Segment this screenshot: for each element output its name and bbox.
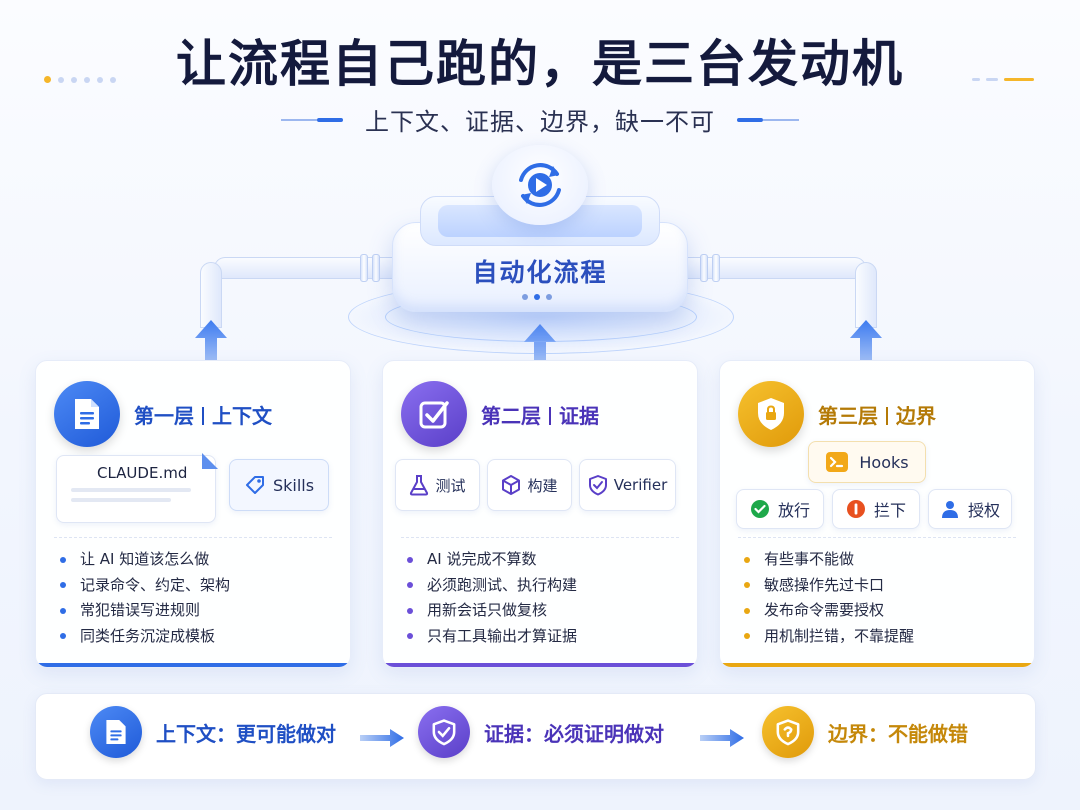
- list-item: 让 AI 知道该怎么做: [60, 547, 230, 573]
- pipe-left-connector-2: [372, 254, 380, 282]
- arrow-right-icon: [360, 729, 404, 747]
- card-accent-bar: [36, 663, 350, 667]
- build-chip: 构建: [487, 459, 572, 511]
- card-accent-bar: [720, 663, 1034, 667]
- layer-card-evidence: 第二层证据 测试 构建 Verifier AI 说完成不算数 必须跑测试、执行构…: [382, 360, 698, 668]
- shield-check-icon: [418, 706, 470, 758]
- claude-md-label: CLAUDE.md: [97, 464, 188, 482]
- summary-footer: 上下文：更可能做对 证据：必须证明做对 边界：不能做错: [35, 693, 1036, 780]
- list-item: 常犯错误写进规则: [60, 598, 230, 624]
- tag-icon: [245, 476, 264, 494]
- check-circle-icon: [750, 500, 769, 518]
- card-header: 第三层边界: [738, 381, 936, 447]
- block-chip: 拦下: [832, 489, 920, 529]
- arrow-right-icon: [700, 729, 744, 747]
- bullet-list: 让 AI 知道该怎么做 记录命令、约定、架构 常犯错误写进规则 同类任务沉淀成模…: [60, 547, 230, 649]
- card-title-layer: 第三层: [818, 403, 878, 428]
- shield-lock-icon: [738, 381, 804, 447]
- card-title: 第二层证据: [481, 400, 599, 429]
- allow-chip: 放行: [736, 489, 824, 529]
- list-item: 用机制拦错，不靠提醒: [744, 624, 914, 650]
- layer-card-context: 第一层上下文 CLAUDE.md Skills 让 AI 知道该怎么做 记录命令…: [35, 360, 351, 668]
- footer-text: 证据：必须证明做对: [484, 721, 664, 746]
- file-corner-icon: [202, 453, 218, 469]
- card-title-name: 上下文: [212, 403, 272, 428]
- bullet-list: 有些事不能做 敏感操作先过卡口 发布命令需要授权 用机制拦错，不靠提醒: [744, 547, 914, 649]
- shield-check-icon: [588, 475, 607, 496]
- authorize-label: 授权: [967, 501, 1000, 520]
- list-item: 有些事不能做: [744, 547, 914, 573]
- shield-icon: [762, 706, 814, 758]
- card-title: 第三层边界: [818, 400, 936, 429]
- bullet-list: AI 说完成不算数 必须跑测试、执行构建 用新会话只做复核 只有工具输出才算证据: [407, 547, 577, 649]
- authorize-chip: 授权: [928, 489, 1012, 529]
- build-label: 构建: [527, 476, 558, 495]
- decorative-dashes-right: [972, 78, 1034, 81]
- card-header: 第一层上下文: [54, 381, 272, 447]
- engine-play-badge: [492, 145, 588, 225]
- subtitle-line-right: [737, 117, 799, 122]
- card-title-layer: 第一层: [134, 403, 194, 428]
- page-subtitle: 上下文、证据、边界，缺一不可: [365, 108, 715, 136]
- list-item: 敏感操作先过卡口: [744, 573, 914, 599]
- list-item: 同类任务沉淀成模板: [60, 624, 230, 650]
- pipe-right-connector: [700, 254, 708, 282]
- card-accent-bar: [383, 663, 697, 667]
- hooks-chip: Hooks: [808, 441, 926, 483]
- list-item: 发布命令需要授权: [744, 598, 914, 624]
- engine-label: 自动化流程: [472, 258, 608, 287]
- skills-chip: Skills: [229, 459, 329, 511]
- subtitle-row: 上下文、证据、边界，缺一不可: [0, 102, 1080, 137]
- card-divider: [401, 537, 679, 538]
- card-title-layer: 第二层: [481, 403, 541, 428]
- verifier-label: Verifier: [613, 476, 668, 494]
- terminal-icon: [826, 452, 849, 472]
- list-item: AI 说完成不算数: [407, 547, 577, 573]
- engine-indicator-dots: [522, 294, 552, 300]
- user-icon: [941, 501, 958, 518]
- flask-icon: [410, 475, 429, 496]
- card-title: 第一层上下文: [134, 400, 272, 429]
- footer-text: 边界：不能做错: [828, 721, 968, 746]
- footer-item-boundary: 边界：不能做错: [762, 706, 968, 758]
- claude-md-chip: CLAUDE.md: [56, 455, 216, 523]
- decorative-dots-left: [44, 76, 116, 83]
- footer-item-evidence: 证据：必须证明做对: [418, 706, 664, 758]
- page-title: 让流程自己跑的，是三台发动机: [176, 35, 904, 93]
- list-item: 记录命令、约定、架构: [60, 573, 230, 599]
- allow-label: 放行: [777, 501, 810, 520]
- card-title-name: 边界: [896, 403, 936, 428]
- footer-item-context: 上下文：更可能做对: [90, 706, 336, 758]
- verifier-chip: Verifier: [579, 459, 676, 511]
- list-item: 只有工具输出才算证据: [407, 624, 577, 650]
- stop-icon: [846, 500, 865, 518]
- test-label: 测试: [435, 476, 466, 495]
- test-chip: 测试: [395, 459, 480, 511]
- document-icon: [90, 706, 142, 758]
- card-header: 第二层证据: [401, 381, 599, 447]
- list-item: 必须跑测试、执行构建: [407, 573, 577, 599]
- refresh-play-icon: [519, 163, 561, 207]
- pipe-right-connector-2: [712, 254, 720, 282]
- layer-card-boundary: 第三层边界 Hooks 放行 拦下 授权 有些事不能做 敏感操作先过卡口 发布命…: [719, 360, 1035, 668]
- checkbox-icon: [401, 381, 467, 447]
- card-divider: [54, 537, 332, 538]
- footer-text: 上下文：更可能做对: [156, 721, 336, 746]
- document-icon: [54, 381, 120, 447]
- cube-icon: [502, 475, 521, 495]
- pipe-left-connector: [360, 254, 368, 282]
- arrow-up-icon: [850, 320, 882, 360]
- card-divider: [738, 537, 1016, 538]
- list-item: 用新会话只做复核: [407, 598, 577, 624]
- block-label: 拦下: [873, 501, 906, 520]
- skills-label: Skills: [272, 475, 315, 495]
- card-title-name: 证据: [559, 403, 599, 428]
- hooks-label: Hooks: [859, 452, 909, 472]
- arrow-up-icon: [195, 320, 227, 360]
- subtitle-line-left: [281, 117, 343, 122]
